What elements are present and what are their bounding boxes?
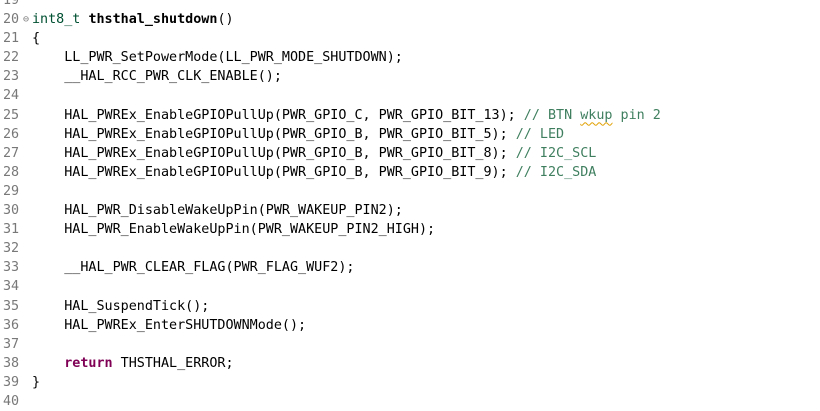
code-line[interactable]: 37 — [0, 335, 820, 354]
code-text: HAL_PWREx_EnterSHUTDOWNMode(); — [32, 316, 306, 335]
code-text: HAL_PWREx_EnableGPIOPullUp(PWR_GPIO_B, P… — [32, 125, 564, 144]
code-line[interactable]: 39} — [0, 373, 820, 392]
code-token: HAL_PWR_DisableWakeUpPin(PWR_WAKEUP_PIN2… — [32, 203, 403, 219]
code-keyword: return — [64, 355, 113, 371]
line-number: 23 — [3, 69, 20, 85]
code-line[interactable]: 32 — [0, 239, 820, 258]
code-token: __HAL_PWR_CLEAR_FLAG(PWR_FLAG_WUF2); — [32, 260, 355, 276]
line-number: 31 — [3, 222, 20, 238]
code-token: LL_PWR_SetPowerMode(LL_PWR_MODE_SHUTDOWN… — [32, 50, 403, 66]
code-line[interactable]: 34 — [0, 277, 820, 296]
code-line[interactable]: 24 — [0, 86, 820, 105]
code-token: HAL_PWREx_EnterSHUTDOWNMode(); — [32, 317, 307, 333]
line-number: 36 — [3, 317, 20, 333]
code-text: HAL_PWR_EnableWakeUpPin(PWR_WAKEUP_PIN2_… — [32, 220, 435, 239]
line-number: 38 — [3, 355, 20, 371]
code-text: __HAL_RCC_PWR_CLK_ENABLE(); — [32, 67, 282, 86]
code-text: HAL_PWREx_EnableGPIOPullUp(PWR_GPIO_B, P… — [32, 163, 596, 182]
code-text: HAL_PWREx_EnableGPIOPullUp(PWR_GPIO_C, P… — [32, 106, 661, 125]
code-type: int8_t — [32, 12, 81, 28]
code-line[interactable]: 22 LL_PWR_SetPowerMode(LL_PWR_MODE_SHUTD… — [0, 48, 820, 67]
code-line[interactable]: 26 HAL_PWREx_EnableGPIOPullUp(PWR_GPIO_B… — [0, 125, 820, 144]
code-line[interactable]: 27 HAL_PWREx_EnableGPIOPullUp(PWR_GPIO_B… — [0, 144, 820, 163]
code-comment: // I2C_SCL — [515, 145, 597, 161]
code-line[interactable]: 21 { — [0, 29, 820, 48]
line-number: 24 — [3, 88, 20, 104]
code-text: HAL_PWR_DisableWakeUpPin(PWR_WAKEUP_PIN2… — [32, 201, 403, 220]
code-line[interactable]: 23 __HAL_RCC_PWR_CLK_ENABLE(); — [0, 67, 820, 86]
line-number: 25 — [3, 107, 20, 123]
line-number: 28 — [3, 164, 20, 180]
line-number: 34 — [3, 279, 20, 295]
code-text: } — [32, 373, 40, 392]
code-line[interactable]: 35 HAL_SuspendTick(); — [0, 297, 820, 316]
code-line[interactable]: 36 HAL_PWREx_EnterSHUTDOWNMode(); — [0, 316, 820, 335]
code-line[interactable]: 20⊖int8_t thsthal_shutdown() — [0, 10, 820, 29]
code-token: () — [217, 12, 234, 28]
code-comment: // BTN — [523, 107, 581, 123]
code-token: __HAL_RCC_PWR_CLK_ENABLE(); — [32, 69, 282, 85]
line-number: 27 — [3, 145, 20, 161]
code-comment: pin 2 — [612, 107, 661, 123]
code-token: HAL_SuspendTick(); — [32, 298, 210, 314]
function-name: thsthal_shutdown — [88, 12, 218, 28]
code-line[interactable]: 31 HAL_PWR_EnableWakeUpPin(PWR_WAKEUP_PI… — [0, 220, 820, 239]
code-token: HAL_PWREx_EnableGPIOPullUp(PWR_GPIO_B, P… — [32, 126, 516, 142]
line-number: 33 — [3, 260, 20, 276]
code-text: int8_t thsthal_shutdown() — [32, 10, 234, 29]
code-text: LL_PWR_SetPowerMode(LL_PWR_MODE_SHUTDOWN… — [32, 48, 403, 67]
code-line[interactable]: 33 __HAL_PWR_CLEAR_FLAG(PWR_FLAG_WUF2); — [0, 258, 820, 277]
fold-collapse-icon[interactable]: ⊖ — [23, 14, 30, 26]
line-number: 30 — [3, 203, 20, 219]
line-number: 22 — [3, 50, 20, 66]
code-text: __HAL_PWR_CLEAR_FLAG(PWR_FLAG_WUF2); — [32, 258, 354, 277]
line-number: 20 — [3, 12, 20, 28]
code-token: HAL_PWREx_EnableGPIOPullUp(PWR_GPIO_B, P… — [32, 145, 516, 161]
code-line[interactable]: 40 — [0, 392, 820, 411]
line-number: 40 — [3, 393, 20, 409]
code-line[interactable]: 30 HAL_PWR_DisableWakeUpPin(PWR_WAKEUP_P… — [0, 201, 820, 220]
code-token: HAL_PWREx_EnableGPIOPullUp(PWR_GPIO_C, P… — [32, 107, 524, 123]
code-line[interactable]: 19 — [0, 0, 820, 10]
code-text: HAL_SuspendTick(); — [32, 297, 209, 316]
code-line[interactable]: 38 return THSTHAL_ERROR; — [0, 354, 820, 373]
code-text: return THSTHAL_ERROR; — [32, 354, 234, 373]
code-comment: // LED — [515, 126, 565, 142]
code-token: THSTHAL_ERROR; — [112, 355, 234, 371]
code-text: HAL_PWREx_EnableGPIOPullUp(PWR_GPIO_B, P… — [32, 144, 596, 163]
code-token: } — [32, 374, 41, 390]
line-number: 19 — [3, 0, 20, 8]
line-number: 26 — [3, 126, 20, 142]
code-token — [32, 356, 64, 371]
line-number: 21 — [3, 31, 20, 47]
code-line[interactable]: 25 HAL_PWREx_EnableGPIOPullUp(PWR_GPIO_C… — [0, 106, 820, 125]
line-number: 39 — [3, 374, 20, 390]
code-token: HAL_PWR_EnableWakeUpPin(PWR_WAKEUP_PIN2_… — [32, 222, 436, 238]
code-comment: wkup — [580, 107, 613, 123]
line-number: 35 — [3, 298, 20, 314]
code-token: { — [32, 31, 41, 47]
line-number: 29 — [3, 183, 20, 199]
code-comment: // I2C_SDA — [515, 164, 597, 180]
code-line[interactable]: 29 — [0, 182, 820, 201]
code-text: { — [32, 29, 40, 48]
line-number: 37 — [3, 336, 20, 352]
code-line[interactable]: 28 HAL_PWREx_EnableGPIOPullUp(PWR_GPIO_B… — [0, 163, 820, 182]
code-token: HAL_PWREx_EnableGPIOPullUp(PWR_GPIO_B, P… — [32, 164, 516, 180]
line-number: 32 — [3, 241, 20, 257]
